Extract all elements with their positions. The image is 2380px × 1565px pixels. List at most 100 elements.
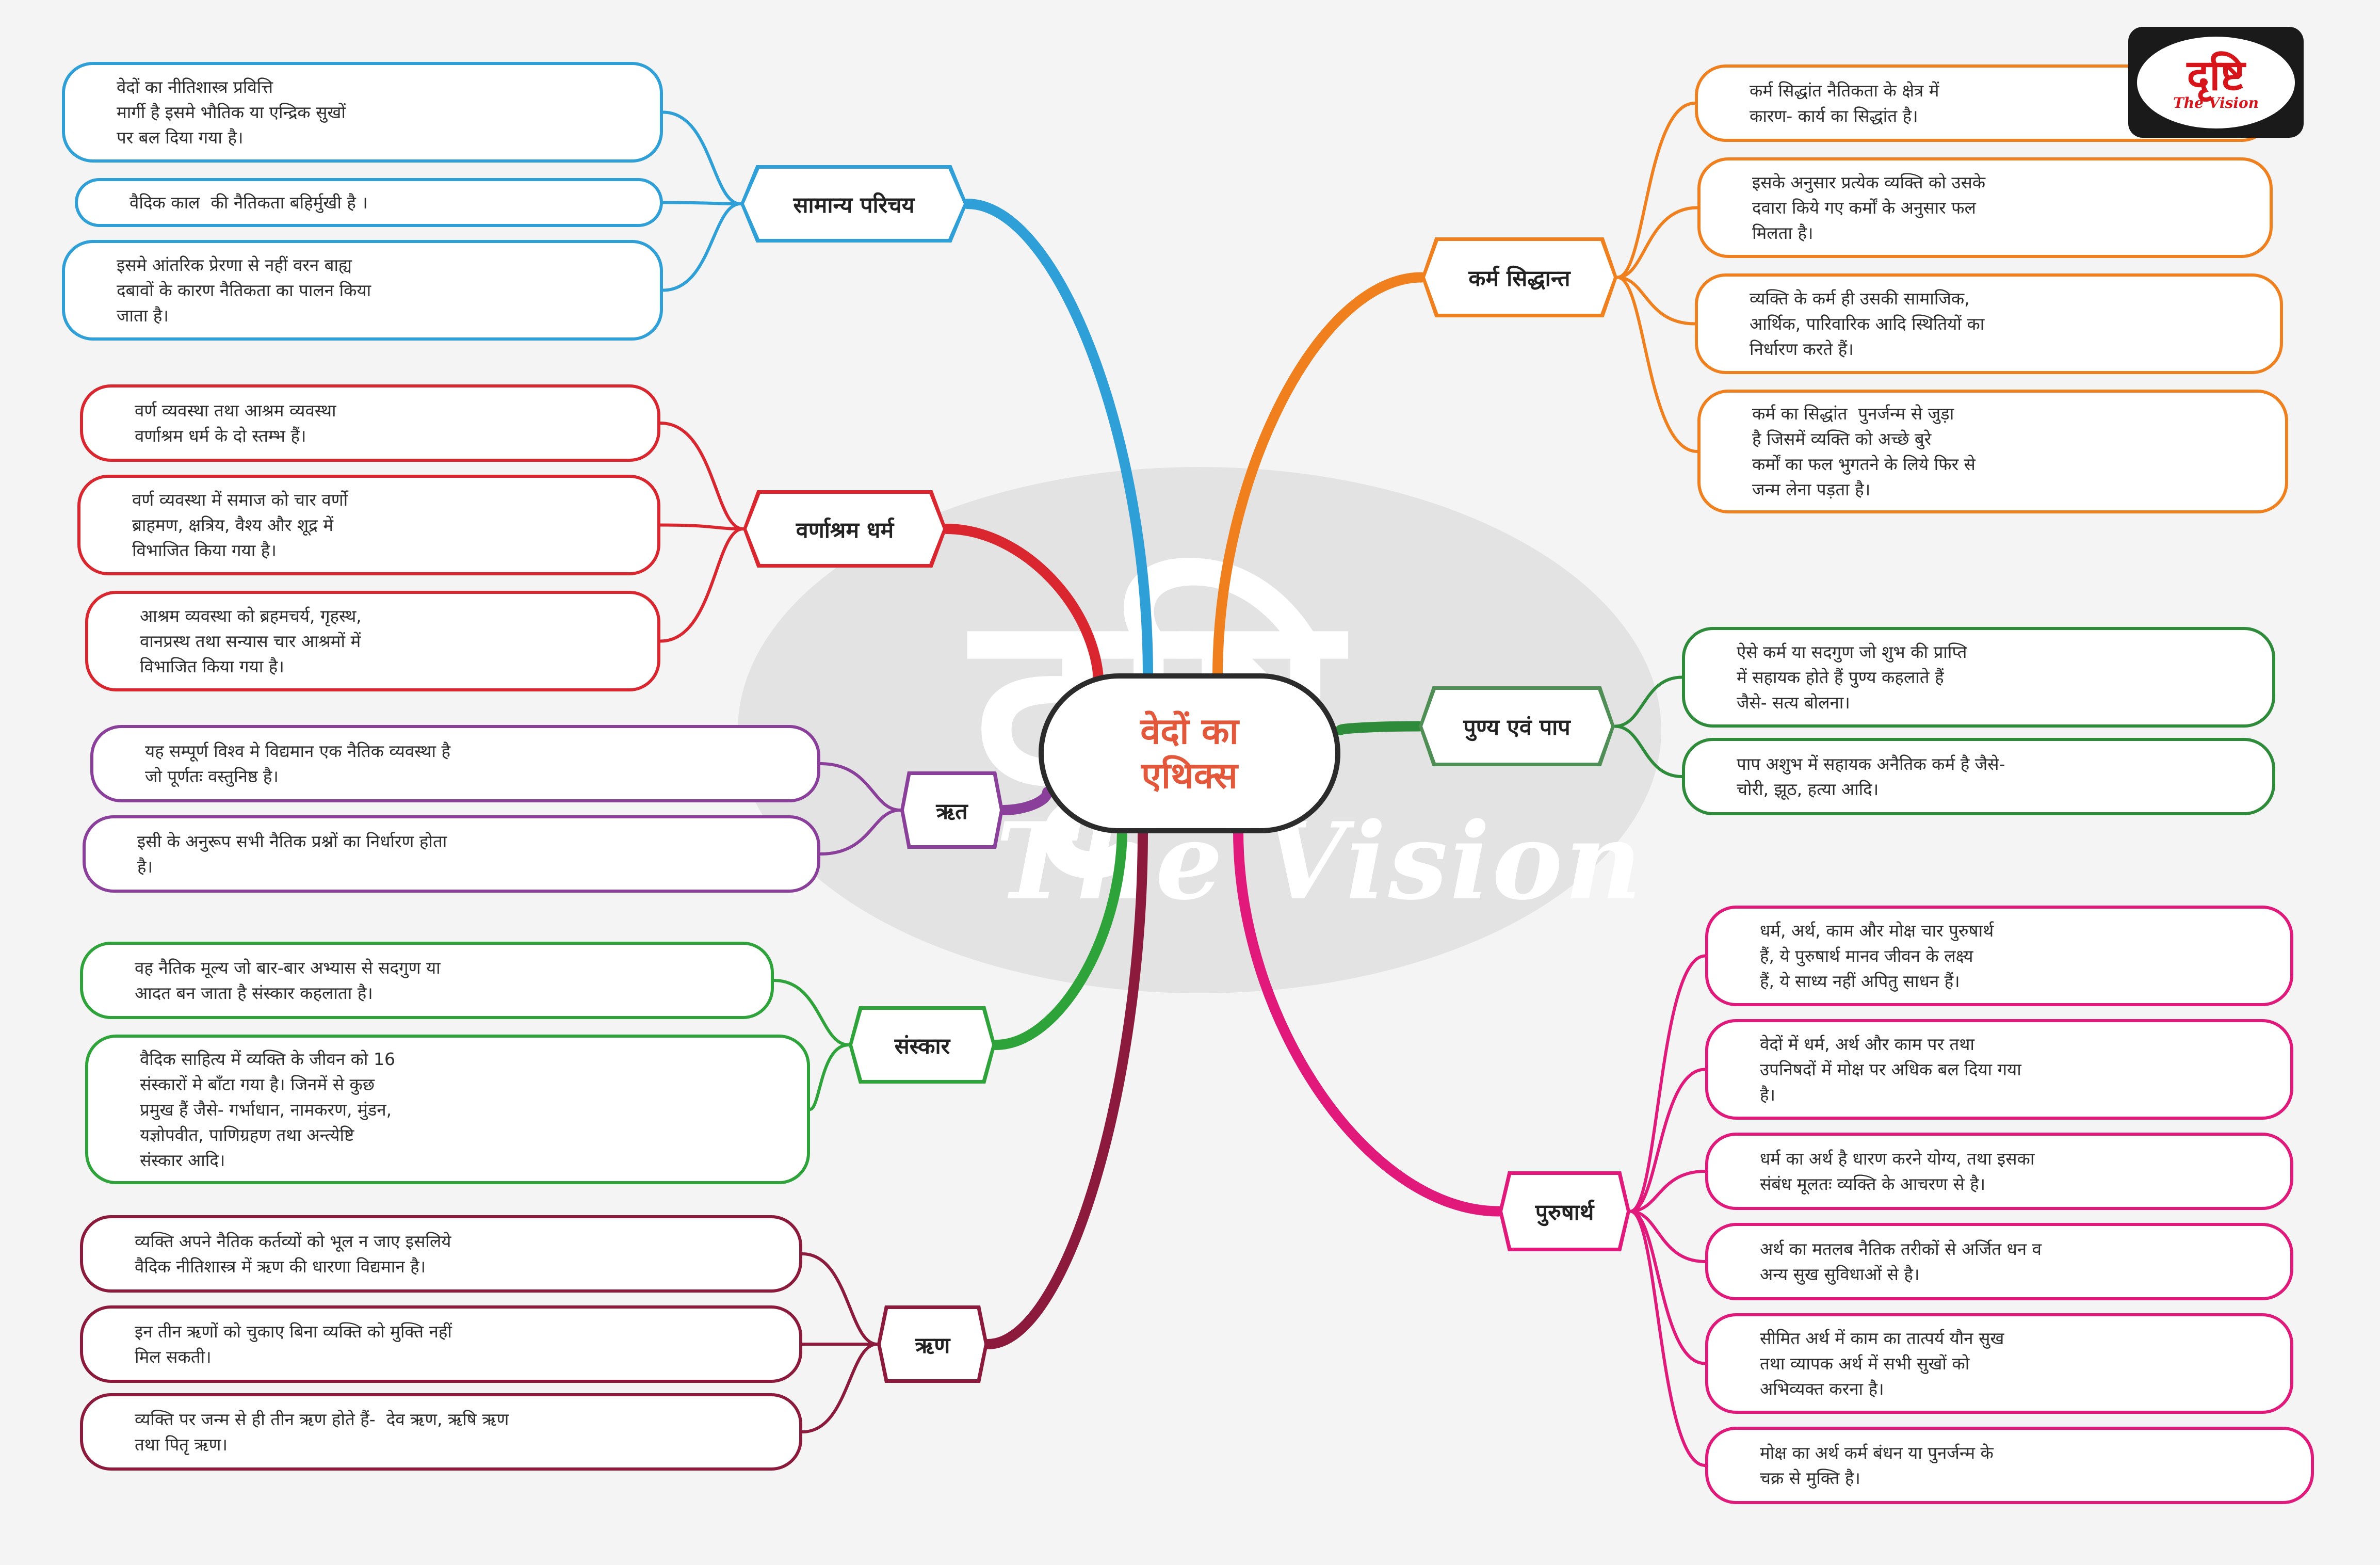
leaf-text: व्यक्ति पर जन्म से ही तीन ऋण होते हैं- द…	[135, 1407, 509, 1457]
leaf-1-0[interactable]: वर्ण व्यवस्था तथा आश्रम व्यवस्थावर्णाश्र…	[80, 384, 660, 462]
leaf-connector-0-0	[661, 110, 742, 205]
leaf-connector-0-2	[661, 202, 742, 292]
leaf-0-0[interactable]: वेदों का नीतिशास्त्र प्रवित्तिमार्गी है …	[62, 62, 663, 163]
leaf-text-line: मोक्ष का अर्थ कर्म बंधन या पुनर्जन्म के	[1760, 1443, 1994, 1463]
leaf-text-line: हैं, ये साध्य नहीं अपितु साधन हैं।	[1760, 971, 1960, 991]
leaf-6-0[interactable]: ऐसे कर्म या सदगुण जो शुभ की प्राप्तिमें …	[1682, 627, 2275, 728]
leaf-text: आश्रम व्यवस्था को ब्रहमचर्य, गृहस्थ,वानप…	[140, 603, 362, 679]
leaf-5-1[interactable]: इसके अनुसार प्रत्येक व्यक्ति को उसके दवार…	[1697, 157, 2273, 258]
leaf-text-line: वर्णाश्रम धर्म के दो स्तम्भ हैं।	[135, 426, 306, 446]
leaf-text-line: व्यक्ति पर जन्म से ही तीन ऋण होते हैं- द…	[135, 1409, 509, 1429]
leaf-4-0[interactable]: व्यक्ति अपने नैतिक कर्तव्यों को भूल न जा…	[80, 1215, 802, 1293]
branch-connector-6	[1335, 721, 1424, 735]
leaf-text-line: अर्थ का मतलब नैतिक तरीकों से अर्जित धन व	[1760, 1239, 2042, 1259]
leaf-2-0[interactable]: यह सम्पूर्ण विश्व मे विद्यमान एक नैतिक व…	[90, 725, 820, 802]
leaf-text-line: पर बल दिया गया है।	[117, 127, 244, 148]
leaf-text-line: इसके अनुसार प्रत्येक व्यक्ति को उसके	[1752, 172, 1986, 192]
leaf-text: व्यक्ति के कर्म ही उसकी सामाजिक,आर्थिक, …	[1750, 286, 1984, 362]
central-topic[interactable]: वेदों का एथिक्स	[1039, 673, 1340, 833]
leaf-text-line: आर्थिक, पारिवारिक आदि स्थितियों का	[1750, 314, 1985, 334]
leaf-text-line: वेदों का नीतिशास्त्र प्रवित्ति	[117, 77, 273, 97]
leaf-text: वर्ण व्यवस्था में समाज को चार वर्णोब्राह…	[132, 487, 348, 563]
leaf-text-line: तथा पितृ ऋण।	[135, 1434, 228, 1455]
branch-2[interactable]: ऋत	[900, 771, 1003, 849]
leaf-text-line: अन्य सुख सुविधाओं से है।	[1760, 1264, 1920, 1284]
leaf-0-1[interactable]: वैदिक काल की नैतिकता बहिर्मुखी है ।	[75, 178, 663, 227]
leaf-text-line: उपनिषदों में मोक्ष पर अधिक बल दिया गया	[1760, 1059, 2021, 1079]
leaf-text-line: आश्रम व्यवस्था को ब्रहमचर्य, गृहस्थ,	[140, 606, 362, 626]
leaf-text: कर्म का सिद्धांत पुनर्जन्म से जुड़ाहै जि…	[1752, 401, 1976, 502]
branch-connector-1	[942, 524, 1104, 694]
leaf-connector-1-1	[659, 523, 744, 530]
logo-sub-text: The Vision	[2173, 94, 2259, 111]
leaf-4-1[interactable]: इन तीन ऋणों को चुकाए बिना व्यक्ति को मुक…	[80, 1305, 802, 1383]
leaf-text-line: जाता है।	[117, 305, 169, 326]
branch-6[interactable]: पुण्य एवं पाप	[1419, 686, 1615, 766]
leaf-text: पाप अशुभ में सहायक अनैतिक कर्म है जैसे-च…	[1737, 751, 2005, 802]
leaf-5-3[interactable]: कर्म का सिद्धांत पुनर्जन्म से जुड़ाहै जि…	[1697, 390, 2288, 513]
leaf-4-2[interactable]: व्यक्ति पर जन्म से ही तीन ऋण होते हैं- द…	[80, 1393, 802, 1471]
leaf-text-line: कर्म सिद्धांत नैतिकता के क्षेत्र में	[1750, 80, 1939, 101]
leaf-text: ऐसे कर्म या सदगुण जो शुभ की प्राप्तिमें …	[1737, 639, 1967, 715]
leaf-text-line: है।	[1760, 1085, 1776, 1105]
branch-label: पुण्य एवं पाप	[1463, 715, 1571, 740]
branch-label-box: वर्णाश्रम धर्म	[747, 494, 943, 564]
logo-badge: दृष्टि The Vision	[2137, 36, 2295, 128]
leaf-text: वह नैतिक मूल्य जो बार-बार अभ्यास से सदगु…	[135, 955, 441, 1006]
leaf-text: धर्म का अर्थ है धारण करने योग्य, तथा इसक…	[1760, 1146, 2034, 1197]
leaf-7-1[interactable]: वेदों में धर्म, अर्थ और काम पर तथाउपनिषद…	[1705, 1019, 2293, 1120]
leaf-text-line: कर्मों का फल भुगतने के लिये फिर से	[1752, 454, 1976, 474]
leaf-connector-7-4	[1629, 1209, 1707, 1365]
branch-1[interactable]: वर्णाश्रम धर्म	[743, 490, 947, 568]
leaf-text-line: प्रमुख हैं जैसे- गर्भाधान, नामकरण, मुंडन…	[140, 1099, 392, 1120]
leaf-text-line: दवारा किये गए कर्मों के अनुसार फल	[1752, 198, 1976, 218]
leaf-2-1[interactable]: इसी के अनुरूप सभी नैतिक प्रश्नों का निर्…	[83, 815, 820, 893]
leaf-text: इसी के अनुरूप सभी नैतिक प्रश्नों का निर्…	[137, 829, 447, 879]
leaf-text-line: तथा व्यापक अर्थ में सभी सुखों को	[1760, 1353, 1970, 1374]
leaf-text-line: व्यक्ति अपने नैतिक कर्तव्यों को भूल न जा…	[135, 1231, 451, 1251]
branch-label-box: ऋत	[904, 775, 1000, 845]
leaf-connector-5-2	[1616, 276, 1696, 326]
leaf-text: वेदों में धर्म, अर्थ और काम पर तथाउपनिषद…	[1760, 1031, 2021, 1107]
branch-4[interactable]: ऋण	[877, 1305, 988, 1383]
leaf-text-line: जो पूर्णतः वस्तुनिष्ठ है।	[145, 766, 279, 786]
leaf-text-line: वैदिक काल की नैतिकता बहिर्मुखी है ।	[129, 192, 368, 213]
leaf-connector-7-2	[1629, 1170, 1707, 1213]
branch-label-box: पुरुषार्थ	[1502, 1175, 1627, 1248]
leaf-1-1[interactable]: वर्ण व्यवस्था में समाज को चार वर्णोब्राह…	[77, 475, 660, 575]
leaf-text-line: दबावों के कारण नैतिकता का पालन किया	[117, 280, 371, 300]
leaf-7-3[interactable]: अर्थ का मतलब नैतिक तरीकों से अर्जित धन व…	[1705, 1223, 2293, 1300]
leaf-text: व्यक्ति अपने नैतिक कर्तव्यों को भूल न जा…	[135, 1229, 451, 1279]
leaf-text-line: यह सम्पूर्ण विश्व मे विद्यमान एक नैतिक व…	[145, 741, 451, 761]
leaf-connector-4-2	[801, 1343, 879, 1433]
leaf-text-line: धर्म, अर्थ, काम और मोक्ष चार पुरुषार्थ	[1760, 921, 1994, 941]
leaf-3-0[interactable]: वह नैतिक मूल्य जो बार-बार अभ्यास से सदगु…	[80, 942, 774, 1019]
branch-connector-2	[998, 787, 1053, 815]
leaf-7-0[interactable]: धर्म, अर्थ, काम और मोक्ष चार पुरुषार्थ है…	[1705, 906, 2293, 1006]
leaf-text-line: कारण- कार्य का सिद्धांत है।	[1750, 106, 1918, 126]
leaf-text: वेदों का नीतिशास्त्र प्रवित्तिमार्गी है …	[117, 74, 346, 150]
leaf-1-2[interactable]: आश्रम व्यवस्था को ब्रहमचर्य, गृहस्थ,वानप…	[85, 591, 660, 691]
branch-3[interactable]: संस्कार	[849, 1006, 996, 1084]
leaf-text: वैदिक काल की नैतिकता बहिर्मुखी है ।	[129, 190, 368, 215]
leaf-text-line: में सहायक होते हैं पुण्य कहलाते हैं	[1737, 667, 1944, 687]
branch-connector-5	[1212, 272, 1427, 681]
leaf-6-1[interactable]: पाप अशुभ में सहायक अनैतिक कर्म है जैसे-च…	[1682, 738, 2275, 815]
branch-5[interactable]: कर्म सिद्धान्त	[1421, 237, 1617, 317]
leaf-connector-5-0	[1616, 102, 1696, 279]
leaf-text: धर्म, अर्थ, काम और मोक्ष चार पुरुषार्थ है…	[1760, 918, 1994, 994]
leaf-5-2[interactable]: व्यक्ति के कर्म ही उसकी सामाजिक,आर्थिक, …	[1695, 273, 2283, 374]
leaf-text-line: जैसे- सत्य बोलना।	[1737, 692, 1850, 713]
branch-7[interactable]: पुरुषार्थ	[1499, 1171, 1630, 1251]
leaf-7-2[interactable]: धर्म का अर्थ है धारण करने योग्य, तथा इसक…	[1705, 1133, 2293, 1210]
branch-0[interactable]: सामान्य परिचय	[740, 165, 967, 243]
leaf-text-line: ब्राहमण, क्षत्रिय, वैश्य और शूद्र में	[132, 515, 333, 535]
leaf-text-line: धर्म का अर्थ है धारण करने योग्य, तथा इसक…	[1760, 1149, 2035, 1169]
leaf-7-5[interactable]: मोक्ष का अर्थ कर्म बंधन या पुनर्जन्म केच…	[1705, 1427, 2314, 1504]
